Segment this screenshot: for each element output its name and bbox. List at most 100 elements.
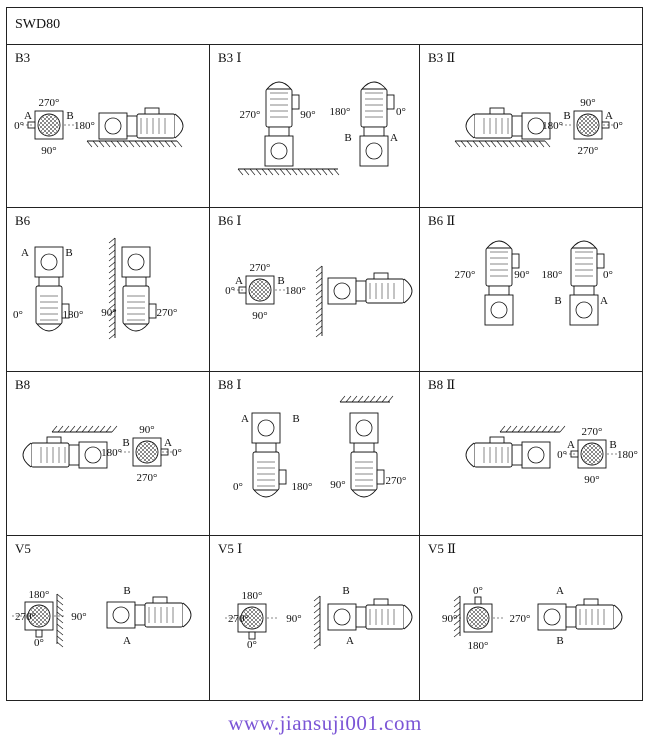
- motor-body: [473, 442, 513, 468]
- hatch-stroke: [535, 425, 542, 433]
- hatch-stroke: [297, 168, 304, 176]
- fan-cover: [403, 278, 413, 304]
- hatch-stroke: [313, 619, 321, 626]
- motor-body: [35, 285, 63, 325]
- side-left-letter: A: [567, 439, 575, 451]
- hatch-stroke: [56, 623, 64, 630]
- hatch-stroke: [250, 280, 258, 300]
- motor-body: [365, 604, 405, 630]
- hatch-stroke: [250, 608, 262, 628]
- hatch-stroke: [520, 140, 527, 148]
- angle-top-label: 270°: [582, 426, 603, 438]
- hatch-stroke: [108, 327, 116, 334]
- angle-label: 180°: [542, 269, 563, 281]
- hatch-stroke: [108, 291, 116, 298]
- adapter-flange: [268, 126, 290, 137]
- hatch-stroke: [351, 395, 358, 403]
- hatch-stroke: [313, 601, 321, 608]
- hatch-stroke: [480, 608, 488, 628]
- output-bore-circle: [135, 440, 159, 464]
- hatch-stroke: [315, 277, 323, 284]
- hatch-stroke: [33, 606, 49, 626]
- shaft-stub: [35, 629, 43, 638]
- side-letter-a: A: [600, 295, 608, 307]
- hatch-stroke: [29, 606, 41, 626]
- hatch-stroke: [243, 168, 250, 176]
- hatch-stroke: [98, 140, 105, 148]
- hatch-stroke: [51, 425, 58, 433]
- hatch-stroke: [594, 444, 602, 464]
- hatch-stroke: [92, 140, 99, 148]
- angle-top-label: 0°: [473, 585, 483, 597]
- hatch-stroke: [56, 605, 64, 612]
- terminal-box: [144, 107, 160, 115]
- motor-body: [360, 88, 388, 128]
- hatch-stroke: [594, 444, 602, 464]
- hatch-stroke: [315, 301, 323, 308]
- angle-right-label: 90°: [286, 613, 301, 625]
- side-right-letter: B: [609, 439, 616, 451]
- gearbox-flange-circle: [527, 446, 545, 464]
- hatch-stroke: [51, 115, 59, 135]
- hatch-stroke: [105, 425, 112, 433]
- hatch-stroke: [333, 168, 340, 176]
- hatch-stroke: [511, 425, 518, 433]
- hatch-stroke: [315, 271, 323, 278]
- hatch-stroke: [29, 606, 37, 626]
- hatch-stroke: [149, 442, 157, 462]
- hatch-stroke: [468, 608, 480, 628]
- side-left-letter: B: [122, 437, 129, 449]
- hatch-stroke: [242, 608, 254, 628]
- terminal-box: [373, 598, 389, 606]
- hatch-stroke: [108, 303, 116, 310]
- geared-motor-vertical-view: [264, 81, 300, 167]
- gearbox-flange-circle: [575, 301, 593, 319]
- hatch-stroke: [315, 313, 323, 320]
- hatch-stroke: [387, 395, 394, 403]
- gearbox-flange-circle: [333, 282, 351, 300]
- motor-body: [350, 451, 378, 491]
- fan-cover: [22, 442, 32, 468]
- gearbox-flange-circle: [543, 608, 561, 626]
- hatch-stroke: [149, 442, 157, 462]
- terminal-box: [148, 303, 157, 319]
- side-letter-b: B: [342, 585, 349, 597]
- hatch-stroke: [141, 442, 157, 462]
- hatch-stroke: [453, 601, 461, 608]
- mounting-position-label: B6 Ⅰ: [218, 213, 242, 228]
- geared-motor-side-view: [537, 598, 623, 631]
- angle-label: 180°: [330, 106, 351, 118]
- cell-drawing: 0°90°180°270°AB: [442, 585, 623, 652]
- output-bore-circle: [580, 442, 604, 466]
- hatch-stroke: [559, 425, 566, 433]
- hatch-stroke: [108, 309, 116, 316]
- hatch-stroke: [468, 608, 484, 628]
- gearbox-flange-circle: [365, 142, 383, 160]
- output-bore-circle: [37, 113, 61, 137]
- hatch-stroke: [484, 140, 491, 148]
- mounting-position-label: B8 Ⅱ: [428, 377, 456, 392]
- hatch-stroke: [37, 606, 49, 626]
- angle-bottom-label: 90°: [584, 474, 599, 486]
- side-right-letter: B: [277, 275, 284, 287]
- geared-motor-side-view: [22, 436, 108, 469]
- hatch-stroke: [502, 140, 509, 148]
- hatch-stroke: [29, 606, 37, 626]
- hatch-stroke: [250, 280, 266, 300]
- hatch-stroke: [526, 140, 533, 148]
- hatch-stroke: [108, 255, 116, 262]
- gearbox-flange-circle: [257, 419, 275, 437]
- motor-body: [144, 602, 184, 628]
- hatch-stroke: [582, 444, 590, 464]
- fan-cover: [266, 81, 292, 90]
- geared-motor-vertical-view: [349, 412, 385, 498]
- angle-top-label: 270°: [250, 262, 271, 274]
- output-bore-circle: [27, 604, 51, 628]
- side-right-letter: A: [164, 437, 172, 449]
- fan-cover: [571, 240, 597, 249]
- hatch-stroke: [108, 273, 116, 280]
- hatch-stroke: [56, 641, 64, 648]
